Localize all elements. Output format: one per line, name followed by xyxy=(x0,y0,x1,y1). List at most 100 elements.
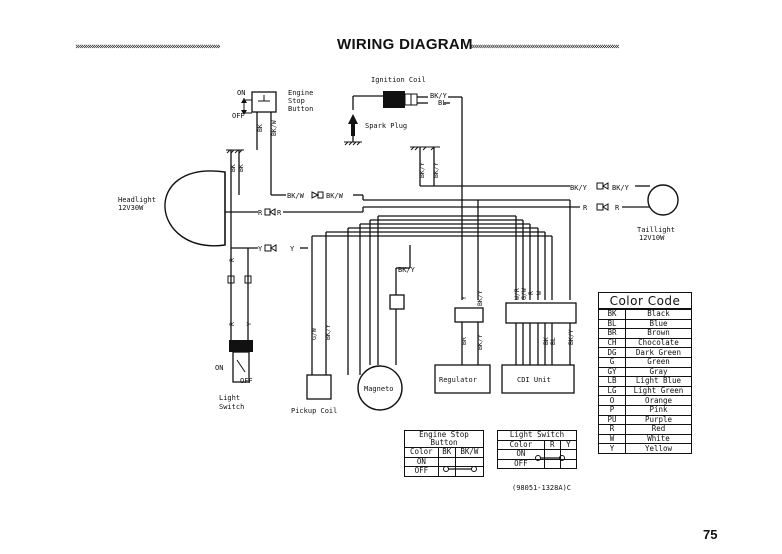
reg-wire-br: BR xyxy=(460,337,468,345)
coil-wire-bky: BK/Y xyxy=(430,92,448,100)
color-name: Gray xyxy=(625,366,692,378)
ls-off-label: OFF xyxy=(240,377,253,385)
light-switch-label-2: Switch xyxy=(219,403,244,411)
light-switch xyxy=(229,340,253,383)
engine-stop-button xyxy=(241,91,277,195)
cdi-wire-bl: BL xyxy=(549,337,557,345)
pickup-wire-bky: BK/Y xyxy=(324,324,332,340)
cdi-wire-bky: BK/Y xyxy=(567,329,575,345)
taillight-rating: 12V10W xyxy=(639,234,665,242)
pickup-coil xyxy=(306,374,332,400)
ls-row-on: ON xyxy=(497,449,545,460)
plug-wire-bky: BK/Y xyxy=(418,162,426,178)
es-header-bk: BK xyxy=(437,447,456,458)
color-name: Yellow xyxy=(625,443,692,454)
headlight-rating: 12V30W xyxy=(118,204,144,212)
taillight-label: Taillight xyxy=(637,226,675,234)
es-header-color: Color xyxy=(404,447,439,458)
left-ornament: »»»»»»»»»»»»»»»»»»»»»»»»»»»»»»»»»»»» xyxy=(75,42,221,52)
page-number: 75 xyxy=(703,527,718,542)
ls-wire-y2: Y xyxy=(290,245,295,253)
light-switch-label-1: Light xyxy=(219,394,240,402)
cdi-wire-wr: W/R xyxy=(513,288,521,300)
es-cell xyxy=(454,456,485,468)
cdi-wire-bk: BK xyxy=(542,337,550,345)
magneto xyxy=(357,365,403,411)
headlight-label: Headlight xyxy=(118,196,156,204)
color-name: Red xyxy=(625,424,692,435)
spark-plug xyxy=(344,114,362,146)
right-ornament: ««««««««««««««««««««««««««««««««««««« xyxy=(470,42,620,52)
engine-stop-table-title: Engine Stop Button xyxy=(404,430,484,448)
head-wire-r2: R xyxy=(277,209,282,217)
es-cell xyxy=(437,466,456,477)
ground-wire-bk1: BK xyxy=(229,164,237,172)
stop-label-1: Engine xyxy=(288,89,313,97)
part-number: (98051-1328A)C xyxy=(512,484,571,492)
ls-wire-r2: R xyxy=(228,322,236,326)
ground-symbols-left xyxy=(226,149,244,215)
es-row-on: ON xyxy=(404,456,439,468)
color-abbr: W xyxy=(598,433,626,445)
regulator xyxy=(434,364,491,394)
headlight xyxy=(164,170,258,247)
plug-wire-bky2: BK/Y xyxy=(432,162,440,178)
ls-cell xyxy=(559,458,578,470)
color-name: Blue xyxy=(625,318,692,330)
ls-header-y: Y xyxy=(559,439,578,451)
reg-wire-y: Y xyxy=(460,296,468,300)
ls-header-color: Color xyxy=(497,439,545,451)
mid-wire-bkw2: BK/W xyxy=(326,192,344,200)
color-name: White xyxy=(625,433,692,445)
regulator-label: Regulator xyxy=(439,376,477,384)
color-name: Green xyxy=(625,356,692,368)
engine-stop-table: Engine Stop Button Color BK BK/W ON OFF xyxy=(404,430,485,477)
tail-wire-r1: R xyxy=(583,204,588,212)
tail-wire-bky1: BK/Y xyxy=(570,184,588,192)
es-cell xyxy=(437,456,456,468)
taillight xyxy=(647,184,679,216)
color-name: Light Green xyxy=(625,385,692,397)
ls-wire-y1: Y xyxy=(258,245,263,253)
mag-wire-bk: BK/Y xyxy=(398,266,416,274)
tail-wire-bky2: BK/Y xyxy=(612,184,630,192)
color-name: Dark Green xyxy=(625,347,692,358)
color-name: Orange xyxy=(625,395,692,406)
tail-wire-r2: R xyxy=(615,204,620,212)
color-abbr: BK xyxy=(598,309,626,320)
color-abbr: BL xyxy=(598,318,626,330)
color-abbr: LG xyxy=(598,385,626,397)
magneto-label: Magneto xyxy=(364,385,394,393)
color-name: Light Blue xyxy=(625,376,692,387)
mid-wire-bkw: BK/W xyxy=(287,192,305,200)
stop-label-3: Button xyxy=(288,105,313,113)
color-abbr: R xyxy=(598,424,626,435)
ls-on-label: ON xyxy=(215,364,223,372)
ls-wire-y3: Y xyxy=(245,322,253,326)
es-header-bkw: BK/W xyxy=(454,447,485,458)
color-abbr: O xyxy=(598,395,626,406)
ls-cell xyxy=(543,458,561,470)
pickup-coil-label: Pickup Coil xyxy=(291,407,337,415)
color-abbr: LB xyxy=(598,376,626,387)
color-name: Pink xyxy=(625,404,692,416)
cdi-wire-r: R xyxy=(527,291,535,295)
es-row-off: OFF xyxy=(404,466,439,477)
cdi-unit xyxy=(501,364,575,394)
color-abbr: P xyxy=(598,404,626,416)
cdi-unit-label: CDI Unit xyxy=(517,376,551,384)
